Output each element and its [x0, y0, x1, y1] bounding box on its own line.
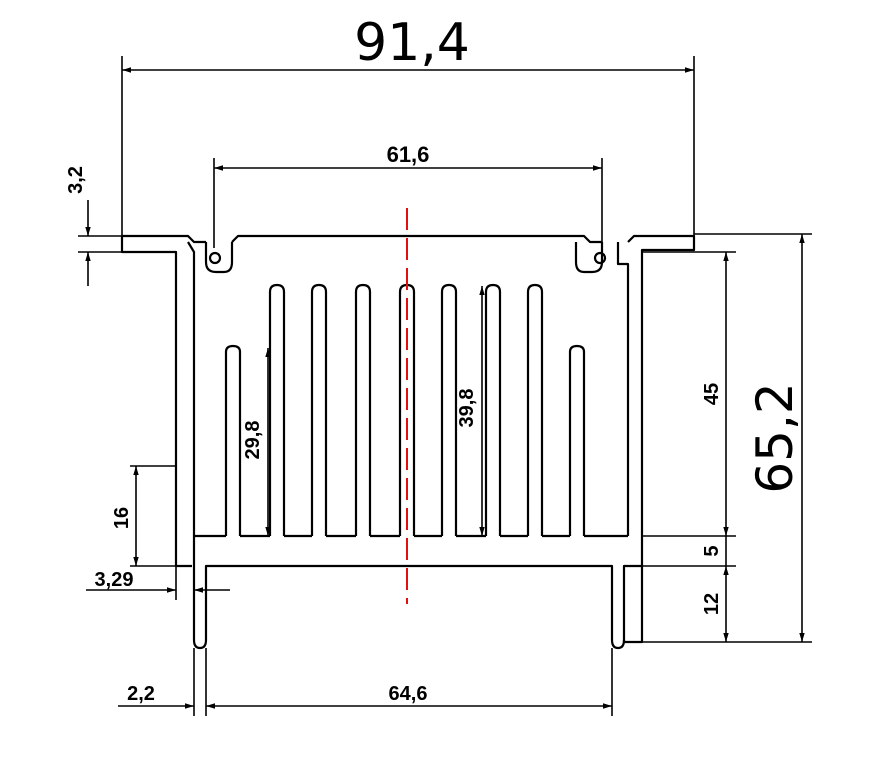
dim-channel-width: 64,6: [389, 683, 428, 705]
outer-profile: [120, 234, 696, 536]
right-base-step: [622, 566, 644, 644]
right-mount-slot: [574, 242, 604, 274]
dim-short-fin-height: 29,8: [242, 421, 264, 460]
dim-mount-slot-spacing: 61,6: [387, 142, 430, 167]
dim-leg-thickness: 2,2: [127, 683, 155, 705]
heatsink-profile: [120, 234, 696, 650]
fin-3: [354, 283, 372, 536]
dim-long-fin-height: 39,8: [456, 389, 478, 428]
dim-overall-width: 91,4: [354, 13, 470, 73]
dim-lower-wall-height: 16: [111, 507, 133, 529]
dim-base-thickness: 5: [701, 545, 723, 556]
fin-5: [440, 283, 458, 536]
fin-2: [310, 283, 328, 536]
left-slot-hole: [208, 251, 222, 265]
fin-6: [484, 283, 502, 536]
left-mount-slot: [204, 242, 234, 274]
right-slot-hole: [593, 251, 607, 265]
dim-overall-height: 65,2: [746, 382, 804, 493]
dimension-lines: [78, 56, 812, 716]
left-lower-wall: [174, 536, 192, 568]
fin-7: [526, 283, 544, 536]
fin-1: [268, 283, 286, 536]
dim-lower-wall-offset: 3,29: [95, 569, 134, 591]
dim-flange-thickness: 3,2: [65, 166, 87, 194]
base-and-channel: [192, 536, 644, 650]
fin-short-left: [224, 344, 242, 536]
dim-channel-depth: 12: [701, 593, 723, 615]
dim-fin-height: 45: [701, 383, 723, 405]
fin-short-right: [568, 344, 586, 536]
